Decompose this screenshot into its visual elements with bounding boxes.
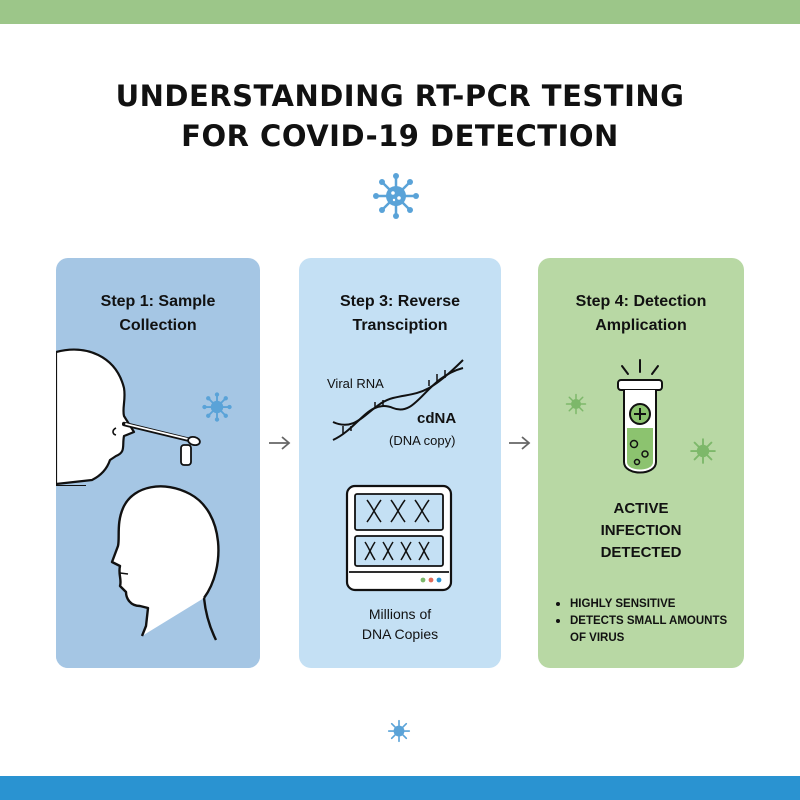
dna-copy-label: (DNA copy) xyxy=(389,433,456,448)
virus-icon xyxy=(690,438,716,464)
thermal-cycler-icon xyxy=(345,484,453,592)
dna-copies-text: Millions of DNA Copies xyxy=(299,604,501,644)
head-profile-icon xyxy=(56,348,136,486)
cdna-label: cdNA xyxy=(417,410,457,427)
arrow-right-icon xyxy=(509,436,531,450)
step-3-title: Step 3: Reverse Transciption xyxy=(299,290,501,338)
infection-line-2: INFECTION xyxy=(600,522,682,539)
step-1-title: Step 1: Sample Collection xyxy=(56,290,260,338)
arrow-right-icon xyxy=(269,436,291,450)
virus-icon xyxy=(387,719,411,743)
step-4-title: Step 4: Detection Amplication xyxy=(538,290,744,338)
viral-rna-label: Viral RNA xyxy=(327,376,384,391)
page-title: UNDERSTANDING RT-PCR TESTING FOR COVID-1… xyxy=(40,76,760,156)
infection-line-3: DETECTED xyxy=(600,544,682,561)
list-item: HIGHLY SENSITIVE xyxy=(554,596,739,613)
infection-line-1: ACTIVE xyxy=(613,500,669,517)
step-3-title-line-2: Transciption xyxy=(352,317,448,334)
nasal-swab-icon xyxy=(122,421,201,447)
step-3-panel: Step 3: Reverse Transciption Viral RNA c… xyxy=(299,258,501,668)
list-item: DETECTS SMALL AMOUNTS OF VIRUS xyxy=(554,613,739,647)
step-1-title-line-2: Collection xyxy=(119,317,197,334)
bottom-banner-bar xyxy=(0,776,800,800)
step-3-title-line-1: Step 3: Reverse xyxy=(339,293,461,310)
sample-tube-icon xyxy=(180,444,192,466)
step-1-title-line-1: Step 1: Sample xyxy=(100,293,216,310)
benefits-list: HIGHLY SENSITIVE DETECTS SMALL AMOUNTS O… xyxy=(554,596,739,647)
top-banner-bar xyxy=(0,0,800,24)
head-outline-icon xyxy=(56,482,260,668)
virus-icon xyxy=(373,173,419,219)
title-line-1: UNDERSTANDING RT-PCR TESTING xyxy=(115,79,685,113)
dna-copies-line-2: DNA Copies xyxy=(361,626,439,642)
dna-helix-icon xyxy=(332,359,464,441)
title-line-2: FOR COVID-19 DETECTION xyxy=(181,119,619,153)
dna-copies-line-1: Millions of xyxy=(368,606,432,622)
step-4-title-line-1: Step 4: Detection xyxy=(575,293,707,310)
test-tube-positive-icon xyxy=(617,359,663,474)
step-1-panel: Step 1: Sample Collection xyxy=(56,258,260,668)
step-4-title-line-2: Amplication xyxy=(595,317,687,334)
virus-icon xyxy=(565,393,587,415)
infection-detected-text: ACTIVE INFECTION DETECTED xyxy=(538,498,744,564)
virus-icon xyxy=(202,392,232,422)
step-4-panel: Step 4: Detection Amplication xyxy=(538,258,744,668)
